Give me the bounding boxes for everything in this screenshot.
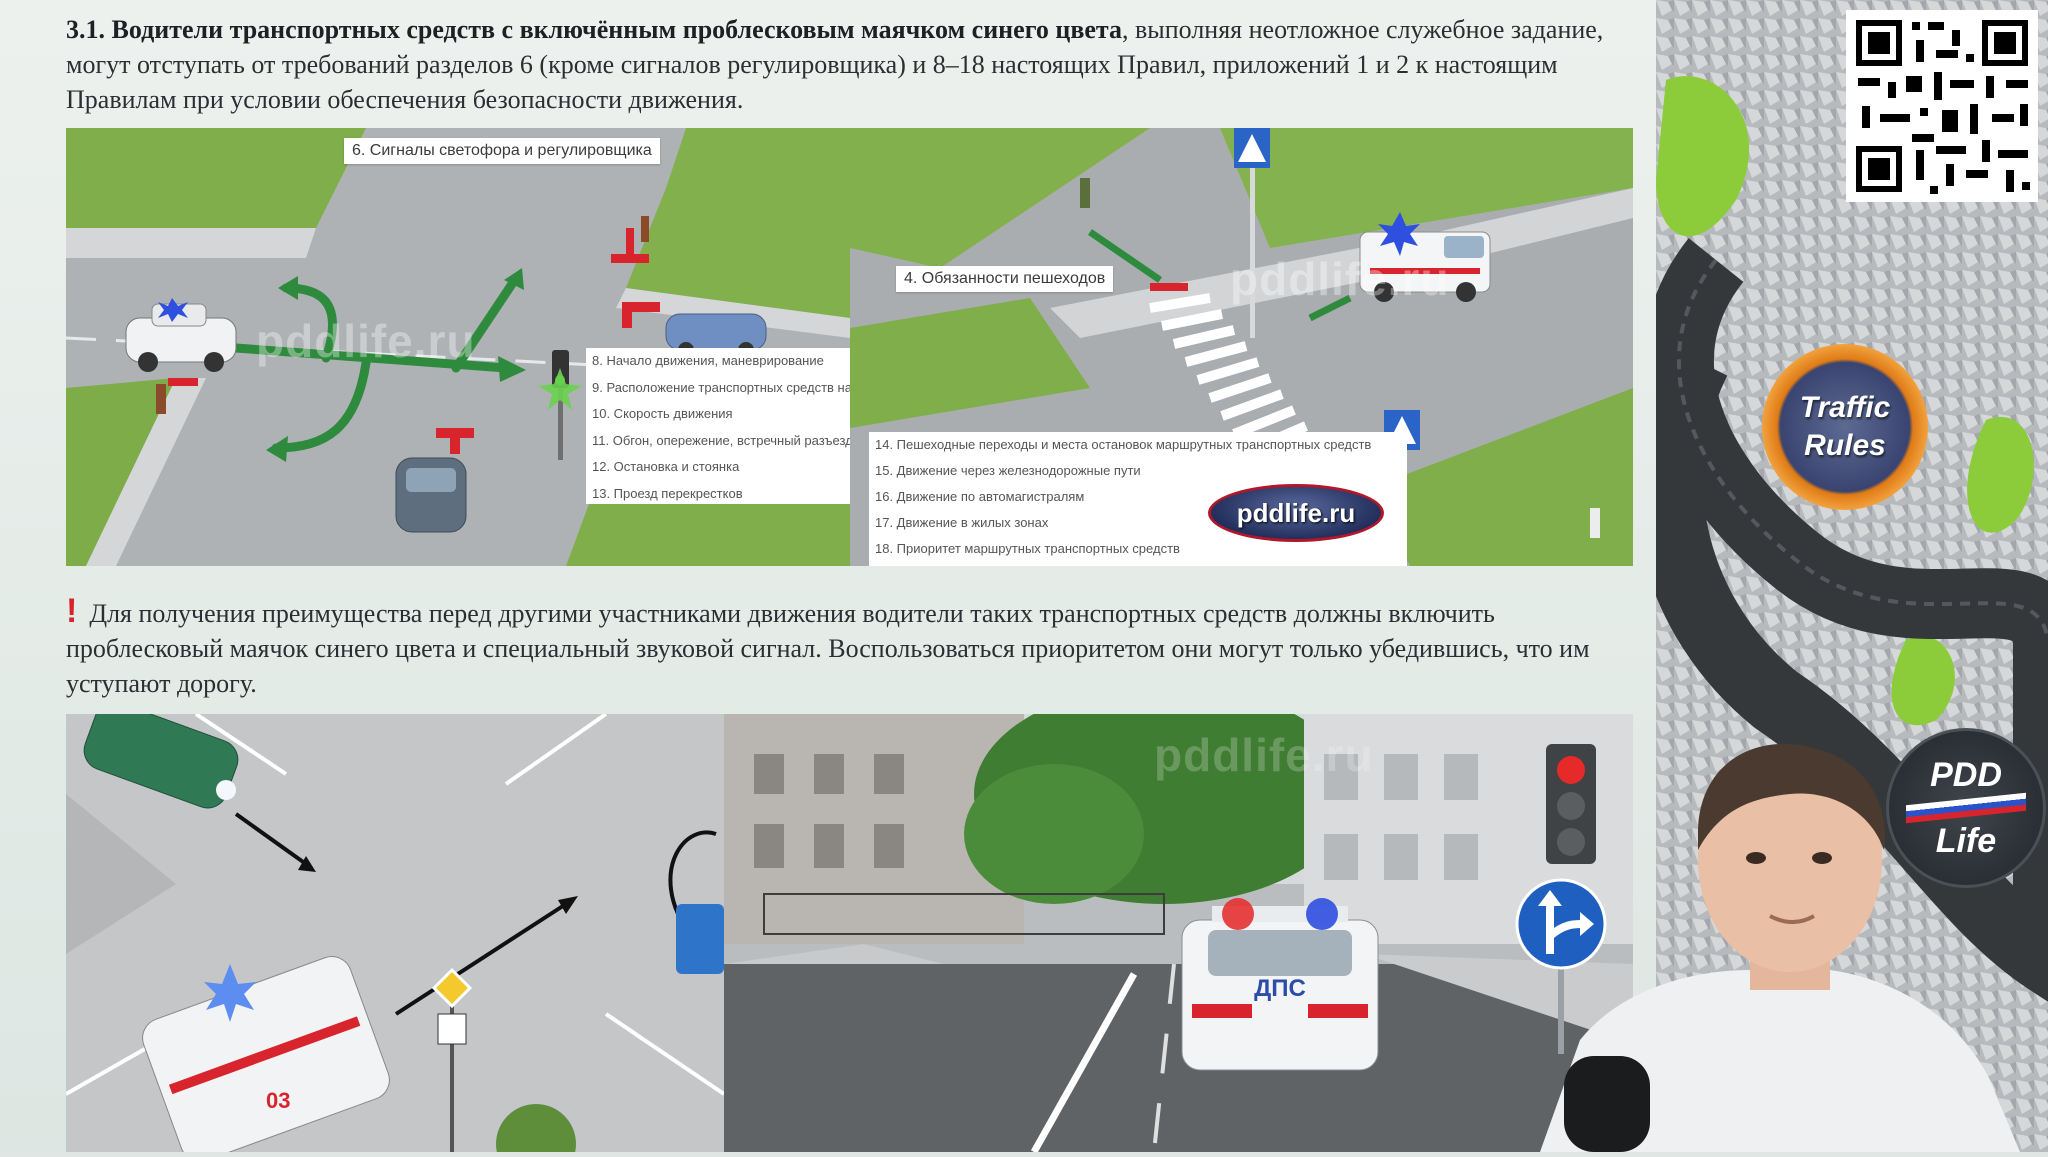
traffic-rules-badge: Traffic Rules (1762, 344, 1928, 510)
watermark: pddlife.ru (256, 315, 476, 367)
badge-line: Life (1935, 822, 1997, 860)
watermark: pddlife.ru (1154, 729, 1374, 781)
qr-code[interactable] (1846, 10, 2038, 202)
rule-body: , выполняя неотложное служебное задание,… (66, 15, 1604, 114)
sections-list-8-13: 8. Начало движения, маневрирование 9. Ра… (586, 348, 850, 504)
ambulance-number: 03 (266, 1088, 290, 1113)
presenter-webcam (1500, 740, 2048, 1152)
list-item: 14. Пешеходные переходы и места останово… (875, 437, 1372, 452)
slide: 3.1. Водители транспортных средств с вкл… (0, 0, 1656, 1152)
list-item: 15. Движение через железнодорожные пути (875, 463, 1141, 478)
ambulance-scene: 03 (66, 714, 724, 1152)
watermark: pddlife.ru (1230, 253, 1450, 305)
logo-text: pddlife.ru (1236, 497, 1356, 528)
badge-line: Rules (1804, 429, 1886, 462)
list-item: 16. Движение по автомагистралям (875, 489, 1085, 504)
list-item: 11. Обгон, опережение, встречный разъезд (592, 432, 850, 448)
list-item: 12. Остановка и стоянка (592, 459, 740, 475)
section-6-label: 6. Сигналы светофора и регулировщика (344, 138, 660, 164)
priority-paragraph: !Для получения преимущества перед другим… (66, 594, 1636, 701)
list-item: 9. Расположение транспортных средств на … (592, 379, 850, 395)
warning-mark: ! (66, 592, 78, 630)
badge-line: PDD (1930, 756, 2002, 794)
section-4-label: 4. Обязанности пешеходов (896, 266, 1114, 292)
pdd-life-badge: PDD Life (1886, 728, 2046, 888)
badge-line: Traffic (1799, 391, 1891, 424)
presenter-video (1540, 743, 2020, 1152)
police-street-illustration: ДПС pddlife.ru (724, 714, 1633, 1152)
rule-title: 3.1. Водители транспортных средств с вкл… (66, 15, 1123, 44)
intersection-illustration: pddlife.ru 6. Сигналы светофора и регули… (66, 128, 850, 566)
police-label: ДПС (1254, 975, 1306, 1002)
rule-paragraph: 3.1. Водители транспортных средств с вкл… (66, 12, 1636, 117)
list-item: 10. Скорость движения (592, 406, 733, 422)
list-item: 18. Приоритет маршрутных транспортных ср… (875, 541, 1180, 556)
qr-code-icon (1846, 10, 2038, 202)
police-scene: ДПС (724, 714, 1633, 1152)
list-item: 13. Проезд перекрестков (592, 485, 743, 501)
list-item: 17. Движение в жилых зонах (875, 515, 1049, 530)
pddlife-logo: pddlife.ru (1208, 484, 1384, 542)
ambulance-intersection-illustration: 03 (66, 714, 724, 1152)
list-item: 8. Начало движения, маневрирование (592, 353, 824, 368)
priority-text: Для получения преимущества перед другими… (66, 599, 1590, 698)
